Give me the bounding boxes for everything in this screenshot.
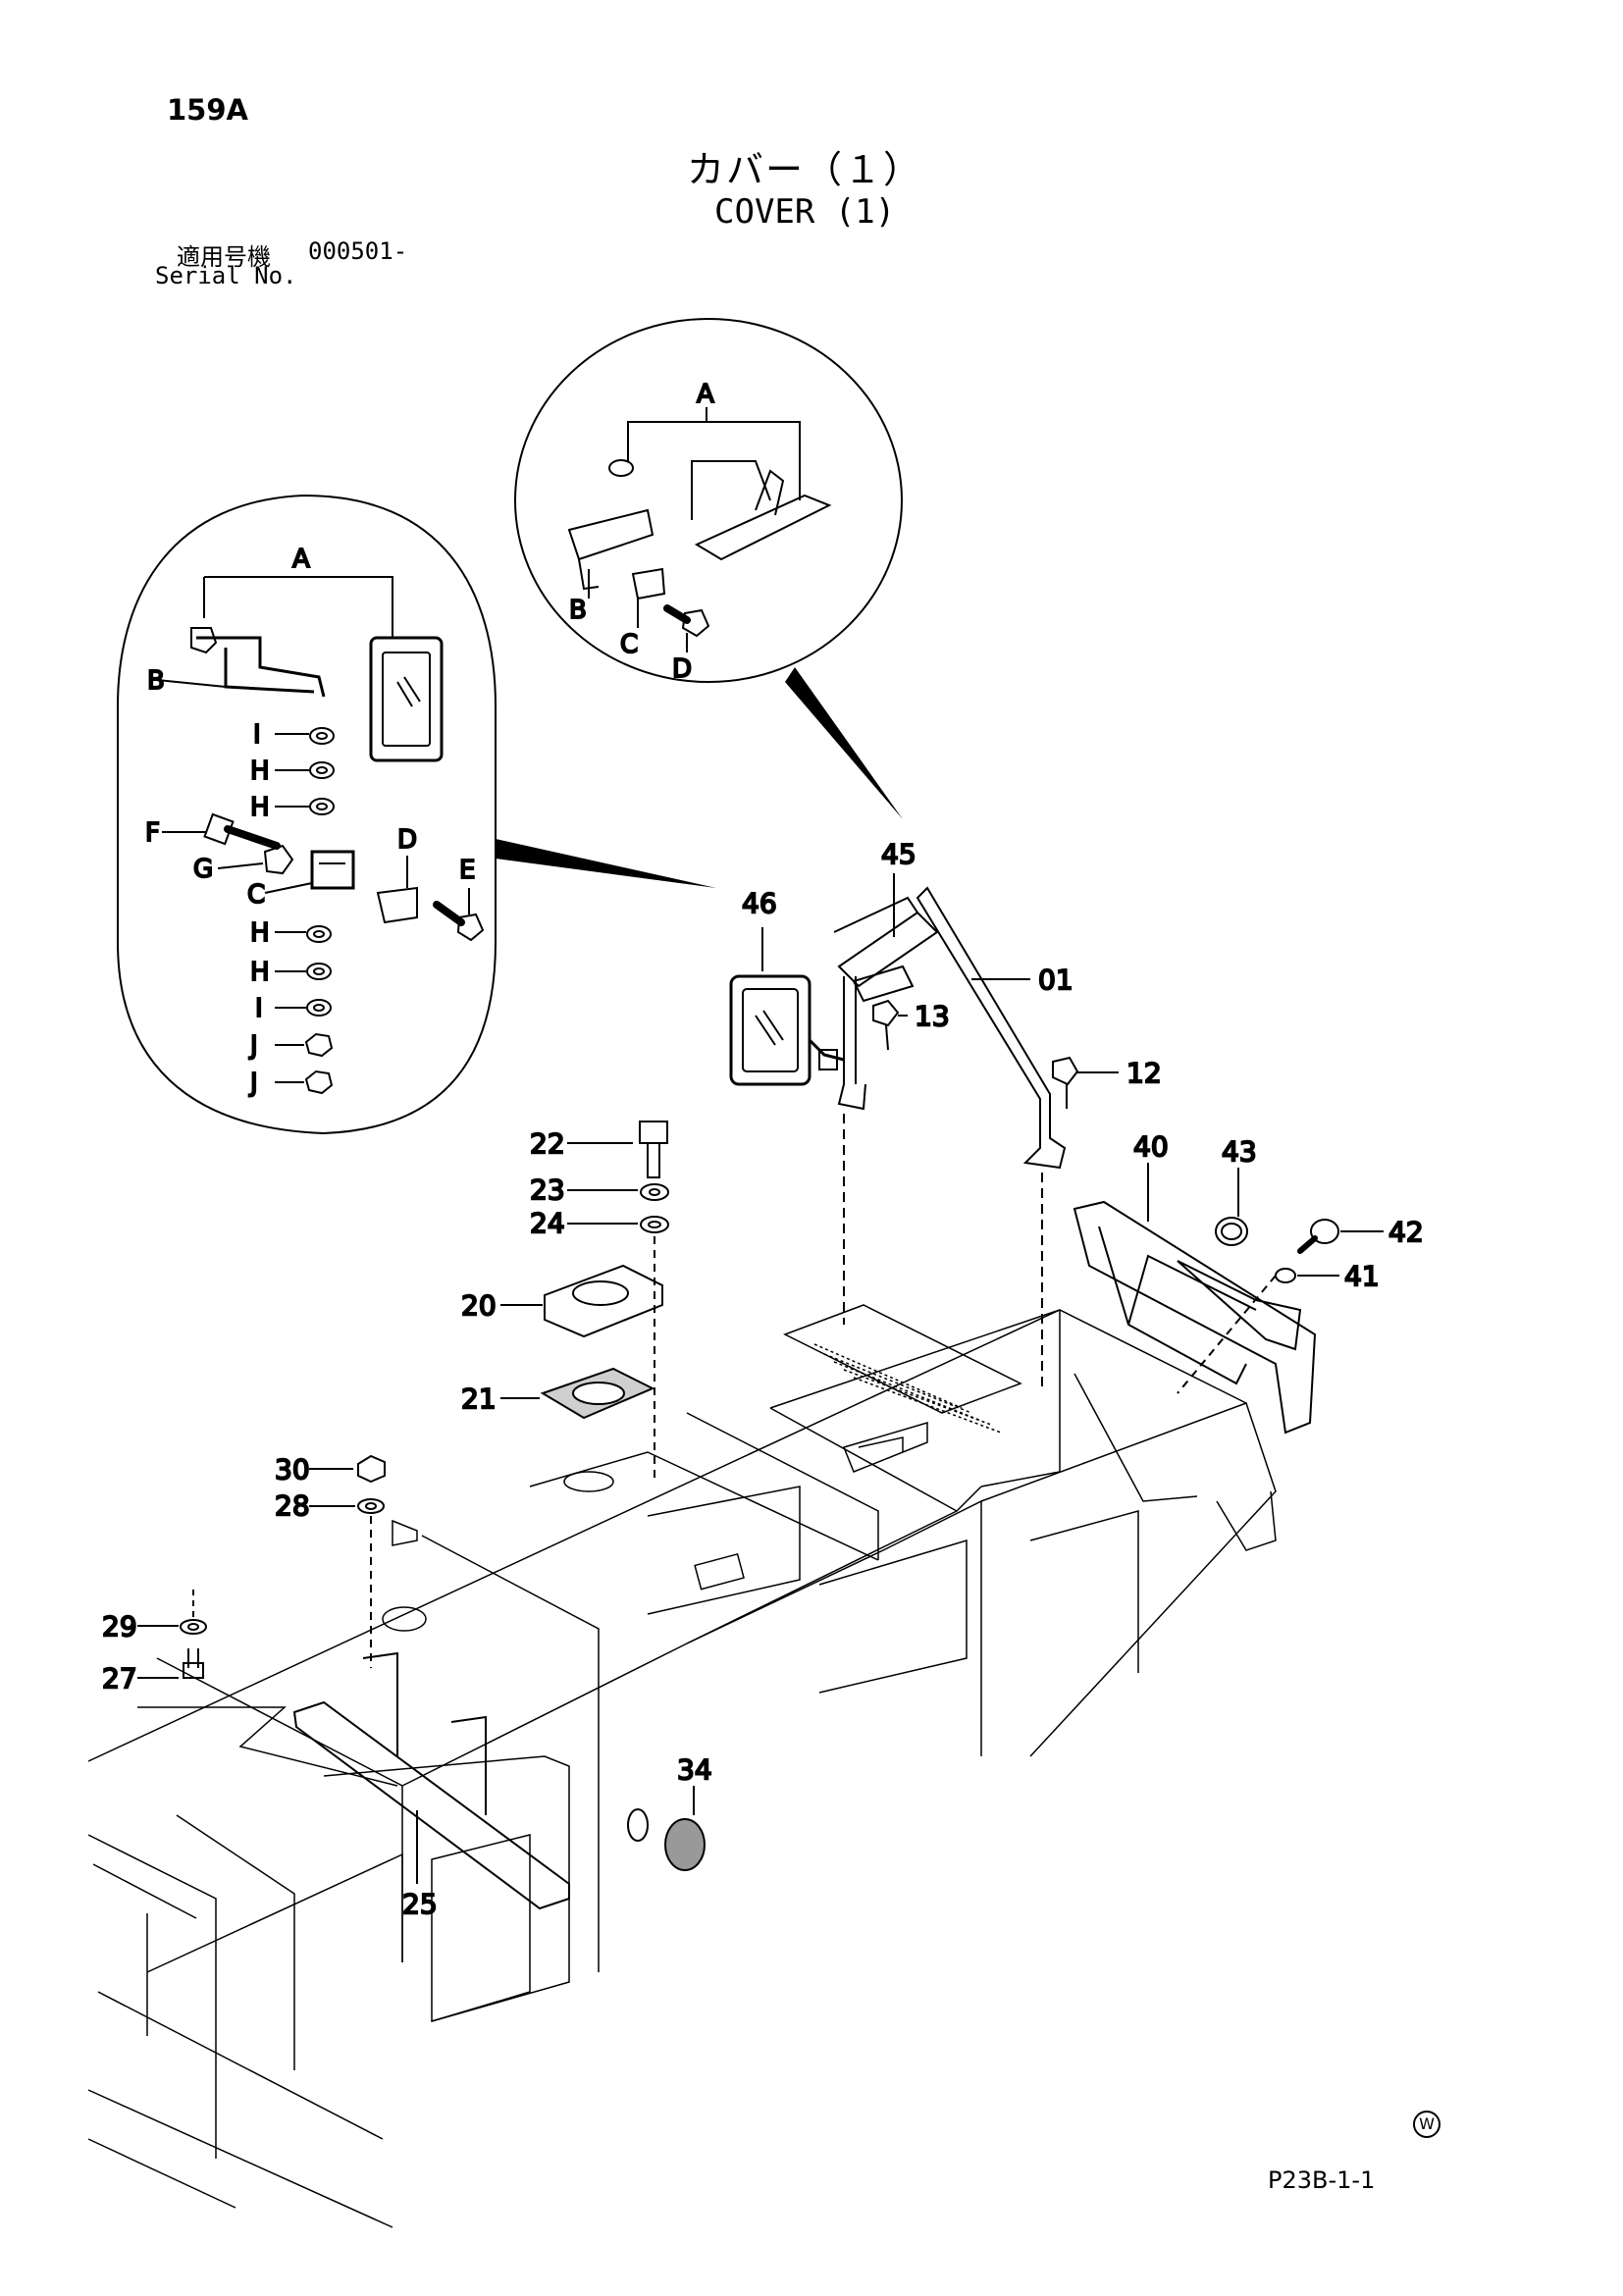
callout-24: 24 bbox=[530, 1207, 565, 1239]
callout-41: 41 bbox=[1344, 1260, 1380, 1292]
callout-42: 42 bbox=[1388, 1216, 1424, 1248]
detail-left-letter-E: E bbox=[459, 856, 475, 885]
detail-left-letter-B: B bbox=[147, 666, 165, 696]
rear-panel-parts: 40 43 42 41 bbox=[1073, 1129, 1425, 1435]
callout-22: 22 bbox=[530, 1127, 565, 1160]
detail-left-letter-A: A bbox=[292, 545, 310, 574]
detail-left-letter-I1: I bbox=[253, 720, 261, 750]
callout-34: 34 bbox=[677, 1753, 712, 1786]
detail-left-letter-H1: H bbox=[250, 757, 270, 786]
washer-stack-lower bbox=[306, 925, 332, 1017]
callout-20: 20 bbox=[461, 1289, 497, 1322]
detail-circle-top: A B C D bbox=[514, 318, 903, 819]
w-circle-mark: W bbox=[1413, 2111, 1440, 2138]
serial-label-japanese: 適用号機 bbox=[177, 243, 271, 271]
callout-13: 13 bbox=[915, 1000, 950, 1032]
detail-circle-left: A B I H H F bbox=[117, 494, 716, 1135]
callout-01: 01 bbox=[1038, 964, 1073, 996]
callout-27: 27 bbox=[102, 1662, 137, 1695]
handrail-mirror-assembly: 45 46 01 13 12 bbox=[729, 837, 1163, 1388]
callout-29: 29 bbox=[102, 1610, 137, 1643]
page-number: 159A bbox=[167, 93, 248, 127]
callout-28: 28 bbox=[275, 1489, 310, 1522]
detail-left-letter-J2: J bbox=[248, 1069, 258, 1098]
detail-left-letter-I2: I bbox=[255, 994, 263, 1023]
detail-left-letter-H3: H bbox=[250, 918, 270, 948]
side-cover-cap: 34 bbox=[627, 1752, 713, 1871]
detail-left-letter-F: F bbox=[145, 818, 160, 848]
washer-stack-upper bbox=[309, 727, 335, 815]
detail-left-letter-H2: H bbox=[250, 793, 270, 822]
serial-label-english: Serial No. bbox=[155, 262, 297, 289]
machine-body-outline bbox=[87, 1304, 1277, 2228]
detail-left-letter-C: C bbox=[247, 880, 265, 910]
page-title-japanese: カバー（１） bbox=[687, 148, 923, 191]
callout-21: 21 bbox=[461, 1383, 497, 1415]
detail-left-letter-D: D bbox=[397, 825, 417, 855]
callout-40: 40 bbox=[1133, 1130, 1169, 1163]
detail-top-letter-D: D bbox=[672, 654, 692, 684]
detail-top-letter-B: B bbox=[569, 596, 587, 625]
fuel-cap-parts: 22 23 24 20 21 bbox=[460, 1121, 669, 1482]
callout-12: 12 bbox=[1126, 1057, 1162, 1089]
detail-top-letter-A: A bbox=[697, 380, 714, 409]
callout-43: 43 bbox=[1222, 1135, 1257, 1168]
page-title-english: COVER (1) bbox=[714, 192, 896, 232]
detail-top-letter-C: C bbox=[620, 630, 638, 659]
serial-number-value: 000501- bbox=[308, 237, 408, 265]
w-circle-mark-letter: W bbox=[1419, 2114, 1435, 2133]
detail-left-letter-G: G bbox=[193, 855, 213, 884]
callout-30: 30 bbox=[275, 1453, 310, 1486]
drawing-reference-code: P23B-1-1 bbox=[1268, 2166, 1376, 2194]
callout-45: 45 bbox=[881, 838, 916, 870]
detail-left-letter-J1: J bbox=[248, 1031, 258, 1061]
callout-23: 23 bbox=[530, 1174, 565, 1206]
left-bracket-parts: 30 28 29 27 25 bbox=[101, 1452, 570, 1921]
callout-46: 46 bbox=[742, 887, 777, 919]
detail-left-letter-H4: H bbox=[250, 958, 270, 987]
